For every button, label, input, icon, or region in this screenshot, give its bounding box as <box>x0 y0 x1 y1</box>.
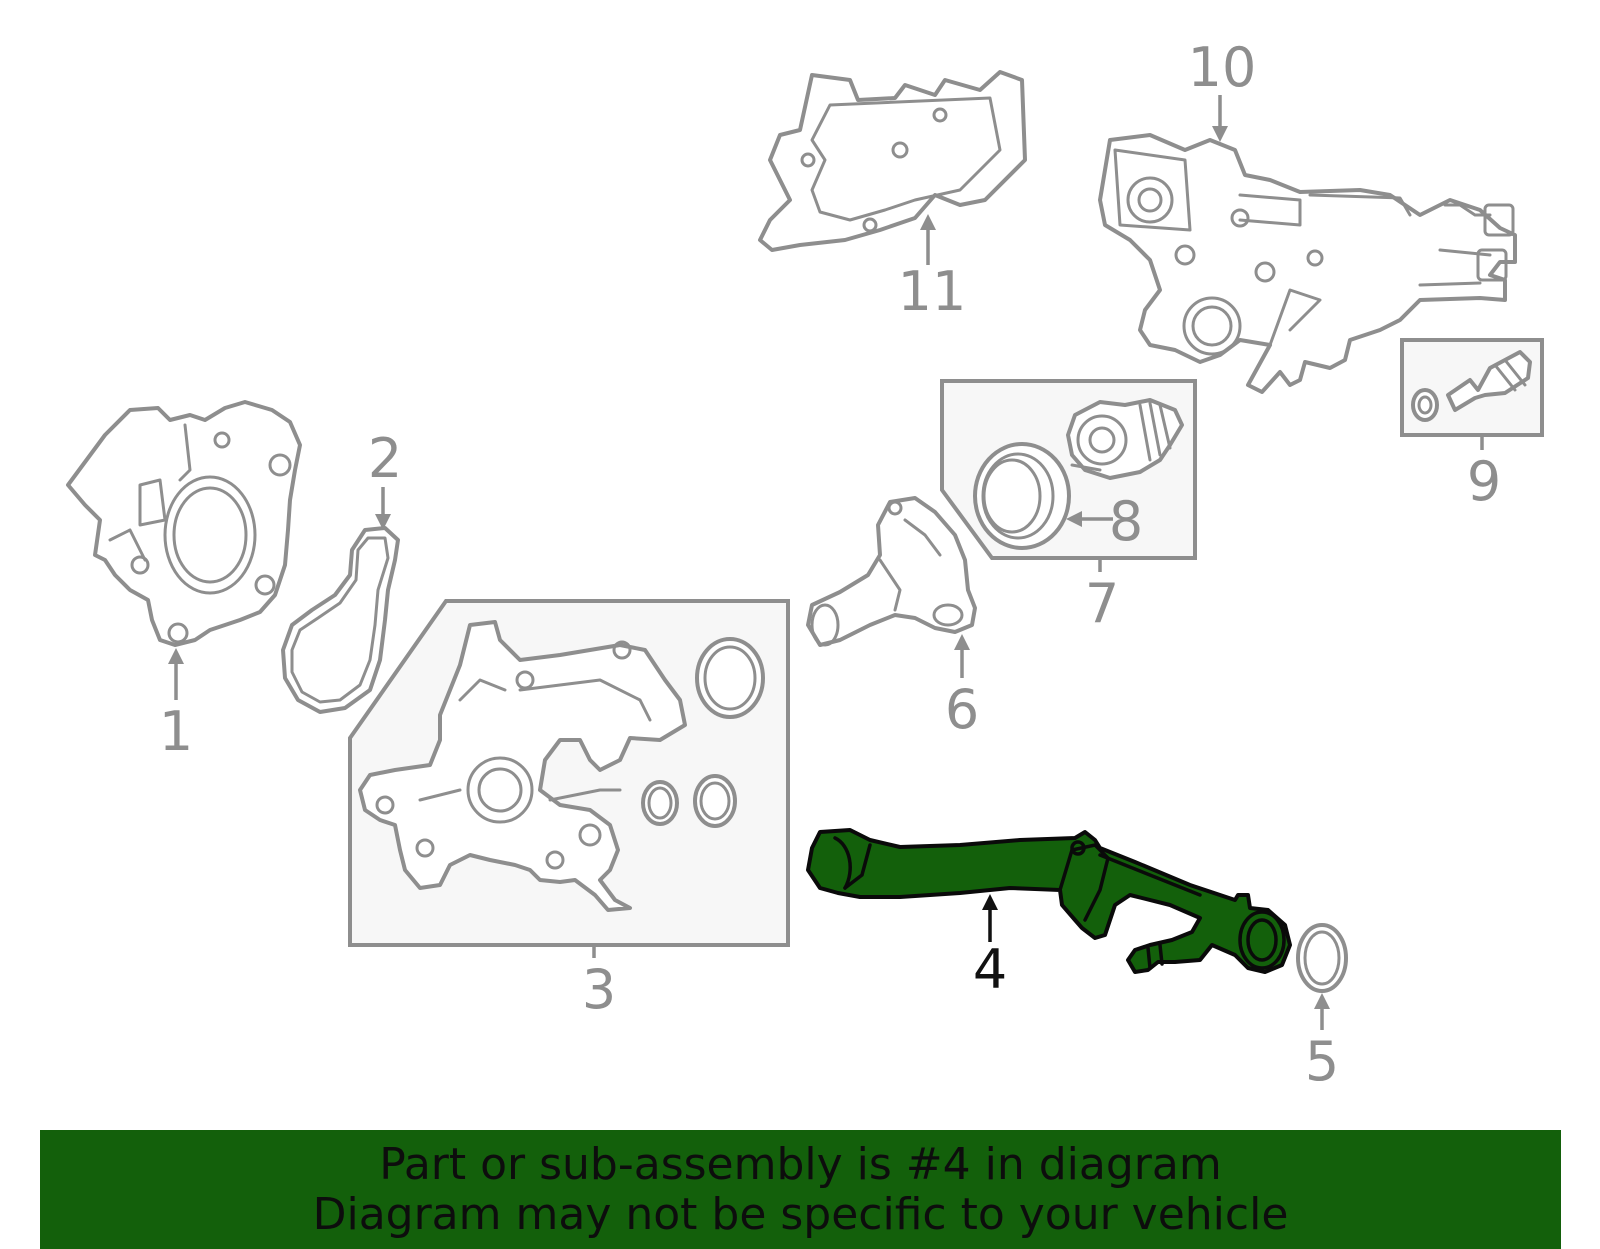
thermostat <box>1066 398 1184 480</box>
callout-11: 11 <box>898 260 967 323</box>
callout-2: 2 <box>368 427 402 490</box>
callout-labels: 1 2 3 4 5 6 7 8 9 10 11 <box>159 36 1501 1093</box>
callout-4: 4 <box>973 938 1007 1001</box>
callout-6: 6 <box>945 678 979 741</box>
callout-5: 5 <box>1305 1030 1339 1093</box>
part-9-sensor <box>1400 338 1544 437</box>
info-banner: Part or sub-assembly is #4 in diagram Di… <box>40 1130 1561 1249</box>
part-4-water-pipe <box>806 828 1292 974</box>
banner-line-disclaimer: Diagram may not be specific to your vehi… <box>312 1188 1289 1240</box>
leaders <box>168 95 1484 1030</box>
part-10-housing <box>1098 133 1517 394</box>
callout-8: 8 <box>1109 490 1143 553</box>
part-2-gasket <box>281 526 400 714</box>
callout-10: 10 <box>1188 36 1257 99</box>
part-7-thermostat-kit <box>940 379 1197 560</box>
callout-1: 1 <box>159 700 193 763</box>
callout-3: 3 <box>582 958 616 1021</box>
part-3-housing-kit <box>348 599 790 947</box>
banner-line-part: Part or sub-assembly is #4 in diagram <box>379 1138 1222 1190</box>
part-6-inlet <box>806 496 977 647</box>
callout-7: 7 <box>1085 572 1119 635</box>
part-11-gasket <box>758 70 1027 252</box>
callout-9: 9 <box>1467 450 1501 513</box>
part-5-o-ring <box>1296 923 1348 993</box>
part-8-seal <box>973 442 1071 550</box>
part-1-pump <box>66 400 302 647</box>
